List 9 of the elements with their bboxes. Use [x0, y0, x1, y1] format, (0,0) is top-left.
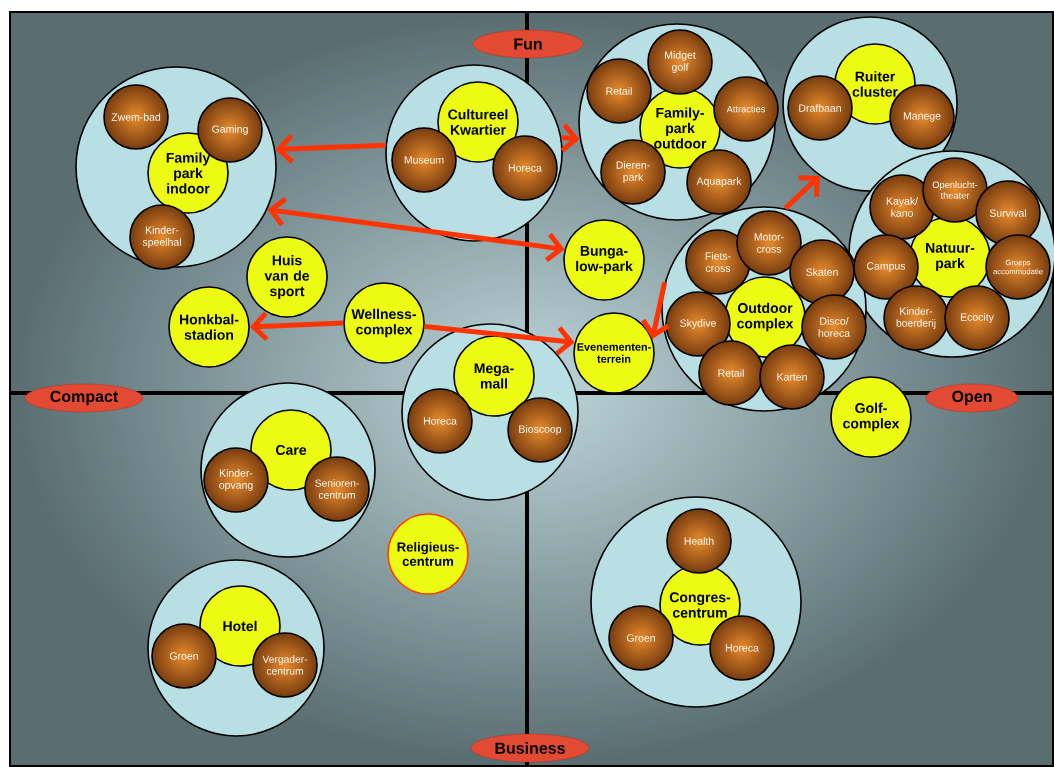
axis-label: Open	[925, 383, 1019, 413]
arrow	[783, 175, 820, 211]
axis-label: Fun	[472, 29, 584, 59]
axis-label: Compact	[24, 383, 144, 413]
arrow	[267, 196, 565, 263]
arrow	[275, 134, 386, 164]
arrow	[249, 311, 344, 342]
arrow	[424, 324, 575, 356]
axis-label: Business	[470, 733, 590, 763]
